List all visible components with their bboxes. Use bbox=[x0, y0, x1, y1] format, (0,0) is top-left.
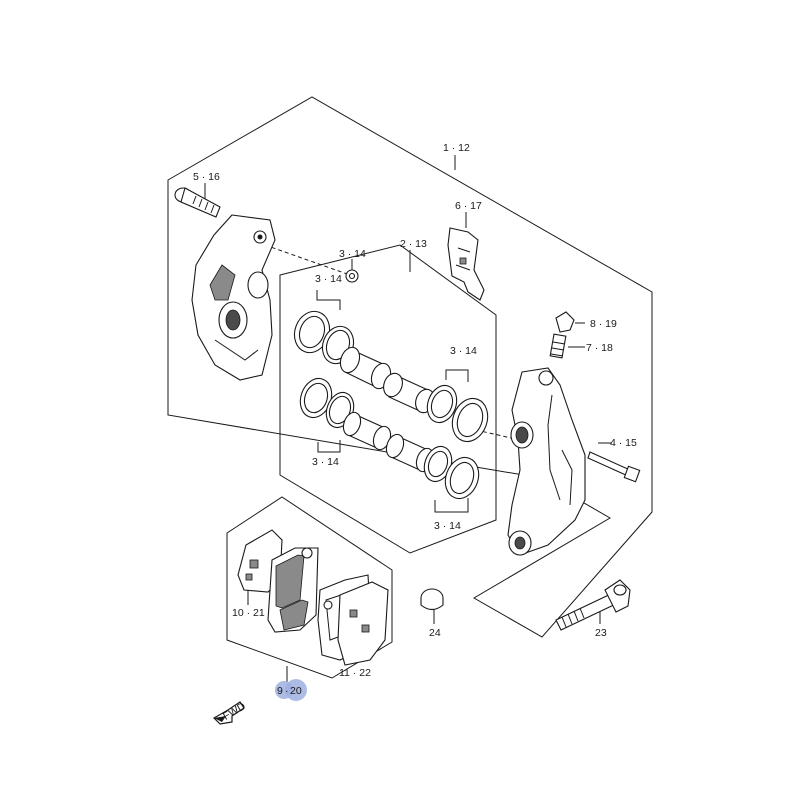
label-2-13: 2 · 13 bbox=[400, 238, 427, 250]
washer-3-14 bbox=[345, 269, 359, 283]
label-1-12: 1 · 12 bbox=[443, 142, 470, 154]
label-3-14-e: 3 · 14 bbox=[434, 520, 461, 532]
mounting-bolt-23 bbox=[555, 579, 631, 631]
seal-group-lower-right bbox=[423, 445, 480, 500]
pad-spring-6-17 bbox=[447, 227, 485, 301]
piston-upper-right bbox=[383, 372, 435, 414]
caliper-left-half bbox=[191, 214, 276, 381]
pad-set-frame bbox=[226, 496, 393, 679]
caliper-right-half bbox=[507, 367, 586, 556]
piston-set-frame bbox=[279, 244, 497, 554]
label-5-16: 5 · 16 bbox=[193, 171, 220, 183]
brake-pad-10-21 bbox=[237, 529, 319, 633]
bleeder-valve-7-18 bbox=[549, 333, 567, 359]
spacer-24 bbox=[420, 588, 444, 611]
label-6-17: 6 · 17 bbox=[455, 200, 482, 212]
label-3-14-a: 3 · 14 bbox=[339, 248, 366, 260]
label-4-15: 4 · 15 bbox=[610, 437, 637, 449]
forward-arrow-icon: FWD bbox=[213, 700, 248, 725]
label-3-14-c: 3 · 14 bbox=[450, 345, 477, 357]
bleeder-cap-8-19 bbox=[555, 311, 575, 333]
label-7-18: 7 · 18 bbox=[586, 342, 613, 354]
label-8-19: 8 · 19 bbox=[590, 318, 617, 330]
svg-text:·: · bbox=[285, 685, 289, 697]
piston-lower-left bbox=[342, 411, 392, 451]
brake-pad-11-22 bbox=[317, 574, 389, 666]
label-3-14-b: 3 · 14 bbox=[315, 273, 342, 285]
label-20: 20 bbox=[290, 685, 302, 697]
bolt-5-16 bbox=[174, 187, 221, 218]
label-23: 23 bbox=[595, 627, 607, 639]
label-10-21: 10 · 21 bbox=[232, 607, 265, 619]
pad-pin-4-15 bbox=[587, 451, 641, 483]
seal-group-upper-left bbox=[293, 310, 355, 365]
label-11-22: 11 · 22 bbox=[339, 667, 371, 679]
label-3-14-d: 3 · 14 bbox=[312, 456, 339, 468]
highlight-20 bbox=[285, 679, 307, 701]
label-9: 9 bbox=[277, 685, 283, 697]
piston-upper-left bbox=[339, 346, 392, 390]
label-24: 24 bbox=[429, 627, 441, 639]
pistons bbox=[339, 346, 435, 473]
caliper-assembly-frame bbox=[167, 96, 653, 638]
fwd-label: FWD bbox=[221, 700, 248, 723]
seal-group-upper-right bbox=[426, 384, 489, 443]
